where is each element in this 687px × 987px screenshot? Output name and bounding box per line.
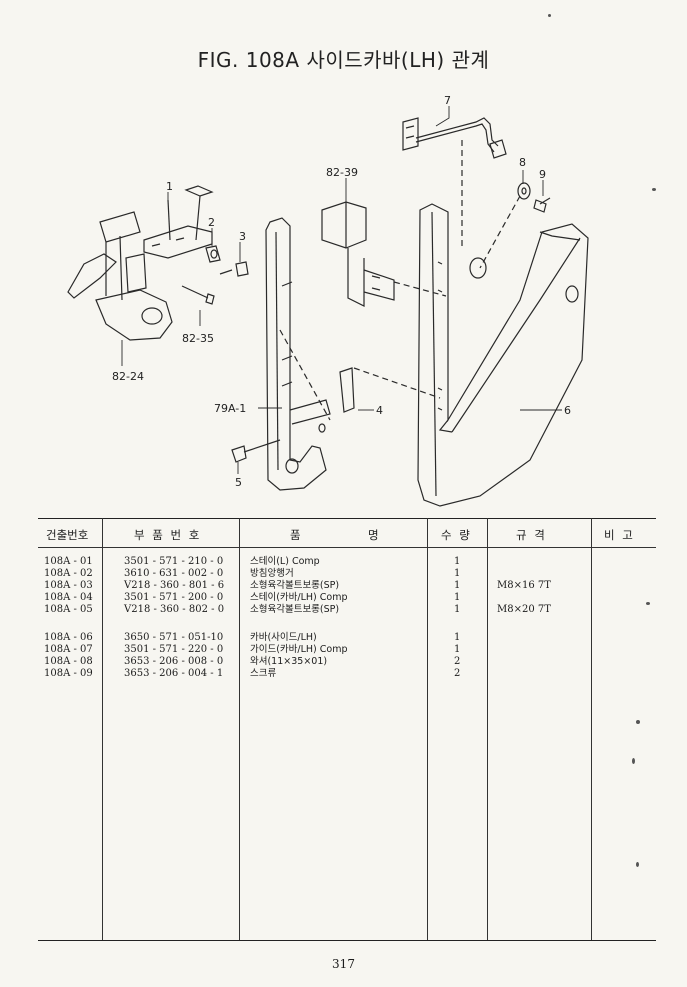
page-number: 317 (332, 957, 355, 971)
header-spec: 규 격 (516, 528, 547, 542)
part-8-washer (517, 182, 531, 200)
header-part-number: 부 품 번 호 (134, 528, 202, 542)
part-5-bolt (231, 439, 281, 463)
item-number: 108A - 07 (44, 644, 93, 655)
scan-speck (646, 602, 650, 605)
header-note: 비 고 (604, 528, 635, 542)
specification: M8×16 7T (497, 580, 551, 591)
part-9-screw (479, 195, 551, 269)
quantity: 1 (454, 556, 461, 567)
part-7-guide-rod (402, 117, 507, 250)
callout-7: 7 (444, 94, 451, 107)
callout-6: 6 (564, 404, 571, 417)
item-number: 108A - 05 (44, 604, 93, 615)
part-name: 소형육각볼트보롱(SP) (250, 580, 340, 591)
scan-speck (548, 14, 551, 17)
quantity: 1 (454, 592, 461, 603)
callout-82-35: 82-35 (182, 332, 214, 345)
callout-82-39: 82-39 (326, 166, 358, 179)
part-number: 3501 - 571 - 220 - 0 (124, 644, 224, 655)
part-number: 3653 - 206 - 004 - 1 (124, 668, 224, 679)
table-top-border (38, 518, 656, 519)
part-number: 3501 - 571 - 210 - 0 (124, 556, 224, 567)
part-number: V218 - 360 - 802 - 0 (124, 604, 225, 615)
callout-82-24: 82-24 (112, 370, 144, 383)
callout-8: 8 (519, 156, 526, 169)
item-number: 108A - 09 (44, 668, 93, 679)
exploded-parts-diagram: 7 8 9 82-39 1 2 3 82-35 82-24 79A-1 4 6 … (67, 94, 589, 507)
scan-speck (636, 720, 640, 724)
item-number: 108A - 02 (44, 568, 93, 579)
scan-speck (652, 188, 656, 191)
part-number: 3501 - 571 - 200 - 0 (124, 592, 224, 603)
part-name: 카바(사이드/LH) (250, 632, 317, 643)
callout-9: 9 (539, 168, 546, 181)
scan-speck (636, 862, 639, 867)
figure-title: FIG. 108A 사이드카바(LH) 관계 (197, 48, 490, 72)
table-row: 108A - 05 V218 - 360 - 802 - 0 소형육각볼트보롱(SP… (0, 604, 687, 616)
specification: M8×20 7T (497, 604, 551, 615)
callout-79a-1: 79A-1 (214, 402, 246, 415)
part-name: 스테이(L) Comp (250, 556, 320, 567)
part-82-39-bracket (321, 201, 447, 307)
part-name: 스테이(카바/LH) Comp (250, 592, 348, 603)
part-3-bolt (219, 261, 249, 277)
part-name: 방침앙행거 (250, 568, 294, 579)
item-number: 108A - 06 (44, 632, 93, 643)
part-79a-1-stay (265, 217, 441, 491)
column-divider (239, 518, 240, 940)
part-number: V218 - 360 - 801 - 6 (124, 580, 225, 591)
item-number: 108A - 03 (44, 580, 93, 591)
item-number: 108A - 08 (44, 656, 93, 667)
column-divider (427, 518, 428, 940)
part-2-hanger (205, 245, 221, 263)
callout-2: 2 (208, 216, 215, 229)
part-name: 와셔(11×35×01) (250, 656, 328, 667)
column-divider (487, 518, 488, 940)
table-row: 108A - 02 3610 - 631 - 002 - 0 방침앙행거 1 (0, 568, 687, 580)
quantity: 1 (454, 568, 461, 579)
part-6-side-cover (417, 203, 589, 507)
quantity: 2 (454, 668, 461, 679)
quantity: 1 (454, 644, 461, 655)
part-number: 3653 - 206 - 008 - 0 (124, 656, 224, 667)
table-row: 108A - 06 3650 - 571 - 051-10 카바(사이드/LH) 1 (0, 632, 687, 644)
part-name: 가이드(카바/LH) Comp (250, 644, 348, 655)
part-number: 3650 - 571 - 051-10 (124, 632, 224, 643)
table-row: 108A - 09 3653 - 206 - 004 - 1 스크류 2 (0, 668, 687, 680)
part-82-35-stud (181, 285, 215, 305)
header-name-a: 품 (290, 528, 303, 542)
callout-4: 4 (376, 404, 383, 417)
part-1-stay-comp (143, 185, 214, 259)
part-82-24-base (67, 211, 173, 341)
table-row: 108A - 03 V218 - 360 - 801 - 6 소형육각볼트보롱(SP… (0, 580, 687, 592)
callout-3: 3 (239, 230, 246, 243)
column-divider (591, 518, 592, 940)
header-divider (38, 547, 656, 548)
quantity: 2 (454, 656, 461, 667)
part-name: 소형육각볼트보롱(SP) (250, 604, 340, 615)
table-row: 108A - 01 3501 - 571 - 210 - 0 스테이(L) Comp… (0, 556, 687, 568)
part-name: 스크류 (250, 668, 277, 679)
item-number: 108A - 04 (44, 592, 93, 603)
header-name-b: 명 (368, 528, 381, 542)
callout-5: 5 (235, 476, 242, 489)
table-row: 108A - 07 3501 - 571 - 220 - 0 가이드(카바/LH) … (0, 644, 687, 656)
header-quantity: 수 량 (441, 528, 472, 542)
table-row: 108A - 08 3653 - 206 - 008 - 0 와셔(11×35×01… (0, 656, 687, 668)
header-item-no: 건출번호 (46, 528, 89, 542)
table-row: 108A - 04 3501 - 571 - 200 - 0 스테이(카바/LH) … (0, 592, 687, 604)
leader-lines (121, 106, 562, 474)
scan-speck (632, 758, 635, 764)
quantity: 1 (454, 604, 461, 615)
item-number: 108A - 01 (44, 556, 93, 567)
part-number: 3610 - 631 - 002 - 0 (124, 568, 224, 579)
table-bottom-border (38, 940, 656, 941)
quantity: 1 (454, 632, 461, 643)
callout-1: 1 (166, 180, 173, 193)
column-divider (102, 518, 103, 940)
quantity: 1 (454, 580, 461, 591)
callout-labels: 7 8 9 82-39 1 2 3 82-35 82-24 79A-1 4 6 … (112, 94, 571, 489)
